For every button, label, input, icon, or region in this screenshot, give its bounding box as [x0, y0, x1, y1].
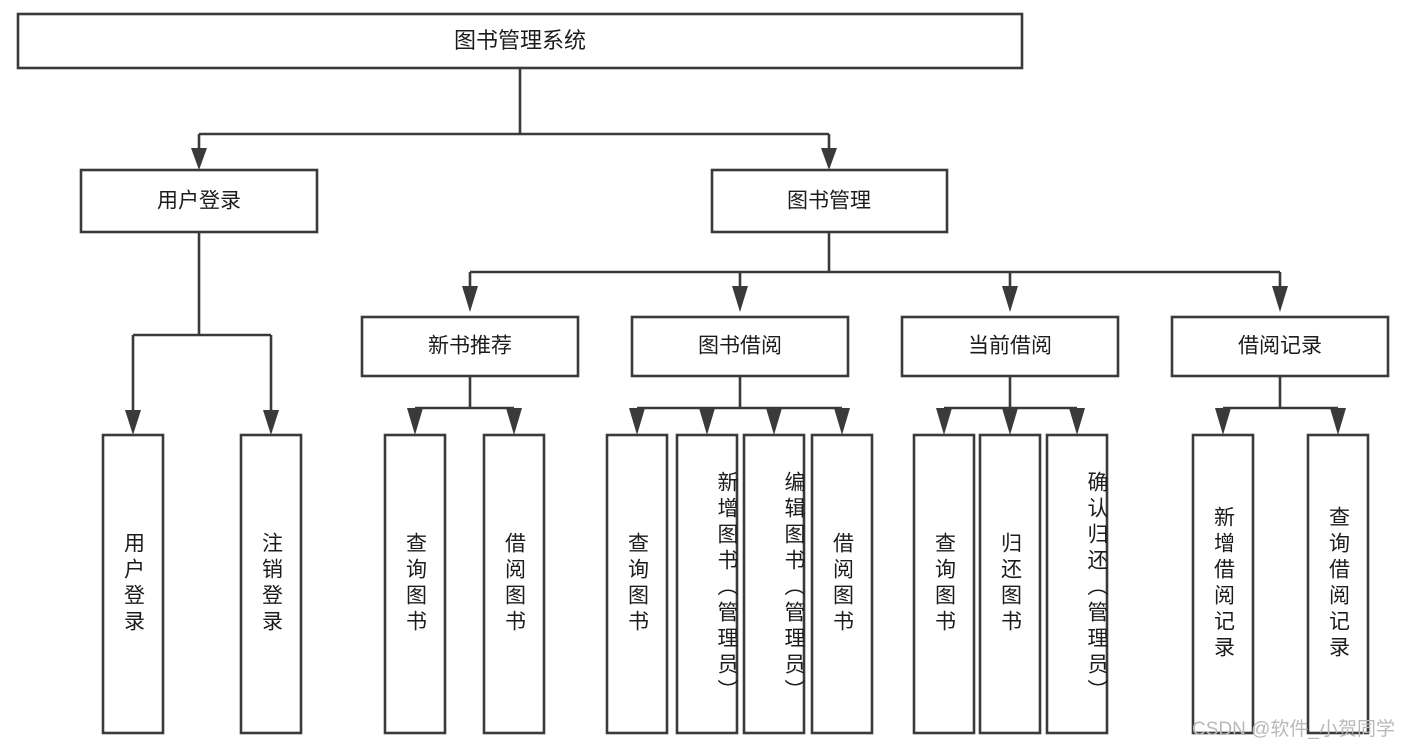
arrow-head-leaf-logout-login	[263, 410, 279, 435]
node-borrow-record[interactable]: 借阅记录	[1170, 315, 1390, 378]
node-leaf-confirm-return-box[interactable]	[1045, 433, 1109, 735]
arrow-head-leaf-add-book	[699, 408, 715, 435]
node-leaf-borrow-book-2-box[interactable]	[810, 433, 874, 735]
connector-group-book-borrow	[629, 376, 850, 435]
node-leaf-query-book-3-box[interactable]	[912, 433, 976, 735]
arrow-head-borrow-record	[1272, 286, 1288, 312]
connector-group-book-management	[462, 232, 1288, 312]
node-leaf-query-book-2-box[interactable]	[605, 433, 669, 735]
node-leaf-query-record-box[interactable]	[1306, 433, 1370, 735]
arrow-head-leaf-query-book-2	[629, 408, 645, 435]
node-root[interactable]: 图书管理系统	[16, 12, 1024, 70]
connector-group-borrow-record	[1215, 376, 1346, 435]
arrow-head-leaf-borrow-book-2	[834, 408, 850, 435]
connector-group-user-login	[125, 232, 279, 435]
arrow-head-leaf-query-record	[1330, 408, 1346, 435]
arrow-head-current-borrow	[1002, 286, 1018, 312]
node-leaf-query-book-1-box[interactable]	[383, 433, 447, 735]
node-current-borrow-label: 当前借阅	[968, 335, 1052, 358]
node-book-management[interactable]: 图书管理	[710, 168, 949, 234]
arrow-head-leaf-query-book-1	[407, 408, 423, 435]
node-root-label: 图书管理系统	[454, 28, 586, 53]
node-leaf-add-book-box[interactable]	[675, 433, 739, 735]
node-leaf-user-login-box[interactable]	[101, 433, 165, 735]
arrow-head-leaf-add-record	[1215, 408, 1231, 435]
node-book-borrow-box[interactable]	[630, 315, 850, 378]
arrow-head-leaf-query-book-3	[936, 408, 952, 435]
node-new-book-recommend-label: 新书推荐	[428, 335, 512, 358]
node-current-borrow[interactable]: 当前借阅	[900, 315, 1120, 378]
arrow-head-user-login	[191, 148, 207, 170]
node-leaf-borrow-book-1-box[interactable]	[482, 433, 546, 735]
node-new-book-recommend-box[interactable]	[360, 315, 580, 378]
node-new-book-recommend[interactable]: 新书推荐	[360, 315, 580, 378]
node-current-borrow-box[interactable]	[900, 315, 1120, 378]
node-user-login[interactable]: 用户登录	[79, 168, 319, 234]
node-leaf-logout-login-box[interactable]	[239, 433, 303, 735]
node-book-management-label: 图书管理	[787, 190, 871, 213]
node-leaf-edit-book-box[interactable]	[742, 433, 806, 735]
arrow-head-leaf-return-book	[1002, 408, 1018, 435]
connector-group-new-book-recommend	[407, 376, 522, 435]
node-borrow-record-label: 借阅记录	[1238, 335, 1322, 358]
arrow-head-new-book-recommend	[462, 286, 478, 312]
arrow-head-leaf-edit-book	[766, 408, 782, 435]
arrow-head-leaf-user-login	[125, 410, 141, 435]
node-book-management-box[interactable]	[710, 168, 949, 234]
node-root-box[interactable]	[16, 12, 1024, 70]
csdn-watermark: CSDN @软件_小贺同学	[1192, 719, 1395, 740]
node-leaf-return-book-box[interactable]	[978, 433, 1042, 735]
arrow-head-leaf-confirm-return	[1069, 408, 1085, 435]
node-book-borrow[interactable]: 图书借阅	[630, 315, 850, 378]
node-book-borrow-label: 图书借阅	[698, 335, 782, 358]
node-user-login-box[interactable]	[79, 168, 319, 234]
arrow-head-book-borrow	[732, 286, 748, 312]
node-user-login-label: 用户登录	[157, 190, 241, 213]
node-borrow-record-box[interactable]	[1170, 315, 1390, 378]
connector-group-root	[191, 68, 837, 170]
arrow-head-book-management	[821, 148, 837, 170]
node-leaf-add-record-box[interactable]	[1191, 433, 1255, 735]
arrow-head-leaf-borrow-book-1	[506, 408, 522, 435]
connector-group-current-borrow	[936, 376, 1085, 435]
